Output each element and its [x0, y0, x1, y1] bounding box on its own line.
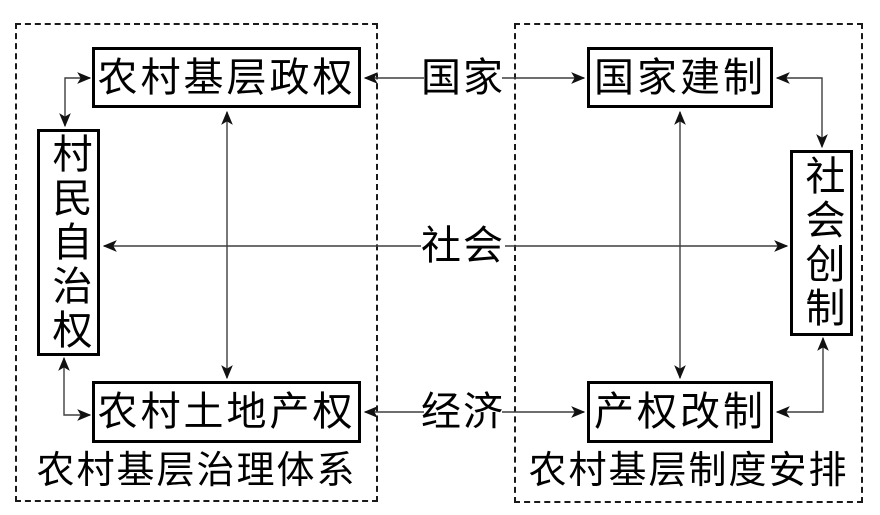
arrow-state-institution-social-creation-bidirectional	[775, 72, 828, 149]
box-villager-autonomy-right: 村民自治权	[37, 129, 100, 356]
caption-rural-grassroots-governance-system: 农村基层治理体系	[36, 448, 357, 492]
right-group-dashed-frame	[514, 23, 863, 503]
label-state: 国家	[421, 55, 505, 101]
box-property-rights-reform: 产权改制	[587, 381, 773, 443]
box-rural-land-property-right: 农村土地产权	[92, 381, 361, 443]
arrow-regime-villager-bidirectional	[59, 72, 92, 128]
box-state-institution: 国家建制	[587, 47, 773, 108]
label-society: 社会	[421, 223, 505, 269]
box-rural-grassroots-regime: 农村基层政权	[92, 47, 361, 108]
label-economy: 经济	[421, 389, 505, 435]
left-group-dashed-frame	[15, 23, 378, 502]
box-social-creation: 社会创制	[790, 150, 853, 336]
caption-rural-grassroots-institutional-arrangement: 农村基层制度安排	[528, 448, 849, 492]
arrow-villager-land-bidirectional	[58, 356, 92, 421]
arrow-social-creation-property-reform-bidirectional	[775, 336, 829, 418]
